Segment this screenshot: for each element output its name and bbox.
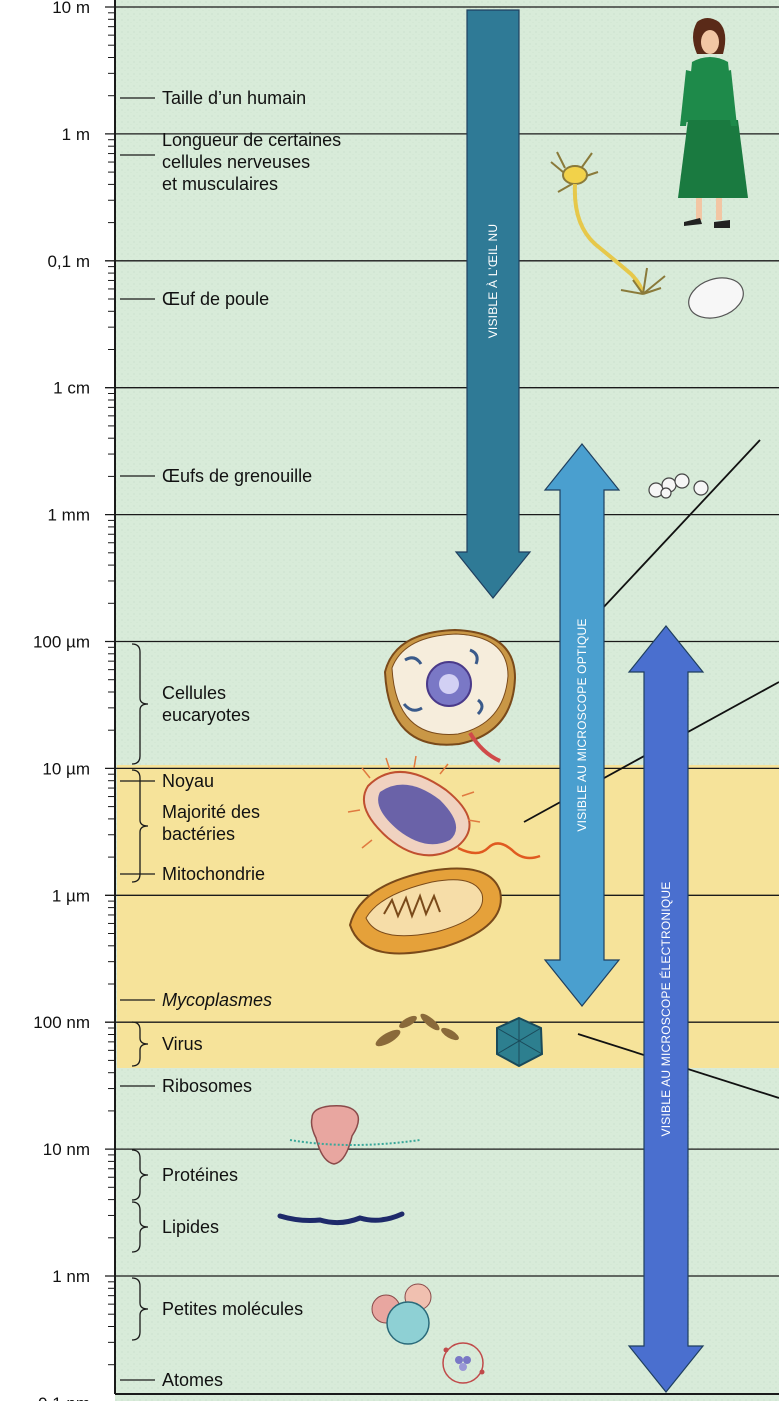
tick-label: 100 µm (33, 633, 90, 652)
item-label-line: Protéines (162, 1165, 238, 1185)
item-label-line: Lipides (162, 1217, 219, 1237)
tick-label: 10 m (52, 0, 90, 17)
item-label-line: et musculaires (162, 174, 278, 194)
tick-label: 0,1 m (47, 252, 90, 271)
item-label-line: Majorité des (162, 802, 260, 822)
item-label-line: Atomes (162, 1370, 223, 1390)
item-label-line: Noyau (162, 771, 214, 791)
arrow-label: VISIBLE AU MICROSCOPE OPTIQUE (575, 618, 589, 831)
tick-label: 1 mm (48, 506, 91, 525)
tick-label: 0,1 nm (38, 1394, 90, 1401)
item-label-line: Œufs de grenouille (162, 466, 312, 486)
item-label-line: Œuf de poule (162, 289, 269, 309)
item-label-line: Taille d’un humain (162, 88, 306, 108)
item-label-line: Mycoplasmes (162, 990, 272, 1010)
tick-label: 1 m (62, 125, 90, 144)
tick-label: 1 cm (53, 379, 90, 398)
tick-label: 100 nm (33, 1013, 90, 1032)
item-label-line: Cellules (162, 683, 226, 703)
item-label-line: Longueur de certaines (162, 130, 341, 150)
tick-label: 1 µm (52, 886, 90, 905)
tick-label: 10 µm (42, 759, 90, 778)
arrow-oeil-nu: VISIBLE À L’ŒIL NU (456, 10, 530, 598)
item-label-line: Ribosomes (162, 1076, 252, 1096)
tick-label: 10 nm (43, 1140, 90, 1159)
item-label-line: Virus (162, 1034, 203, 1054)
tick-label: 1 nm (52, 1267, 90, 1286)
arrow-label: VISIBLE AU MICROSCOPE ÉLECTRONIQUE (658, 882, 673, 1137)
item-label-line: cellules nerveuses (162, 152, 310, 172)
item-label-line: Mitochondrie (162, 864, 265, 884)
item-label-line: Petites molécules (162, 1299, 303, 1319)
item-label-line: eucaryotes (162, 705, 250, 725)
arrow-label: VISIBLE À L’ŒIL NU (485, 224, 500, 339)
left-margin (0, 0, 115, 1401)
item-label-line: bactéries (162, 824, 235, 844)
